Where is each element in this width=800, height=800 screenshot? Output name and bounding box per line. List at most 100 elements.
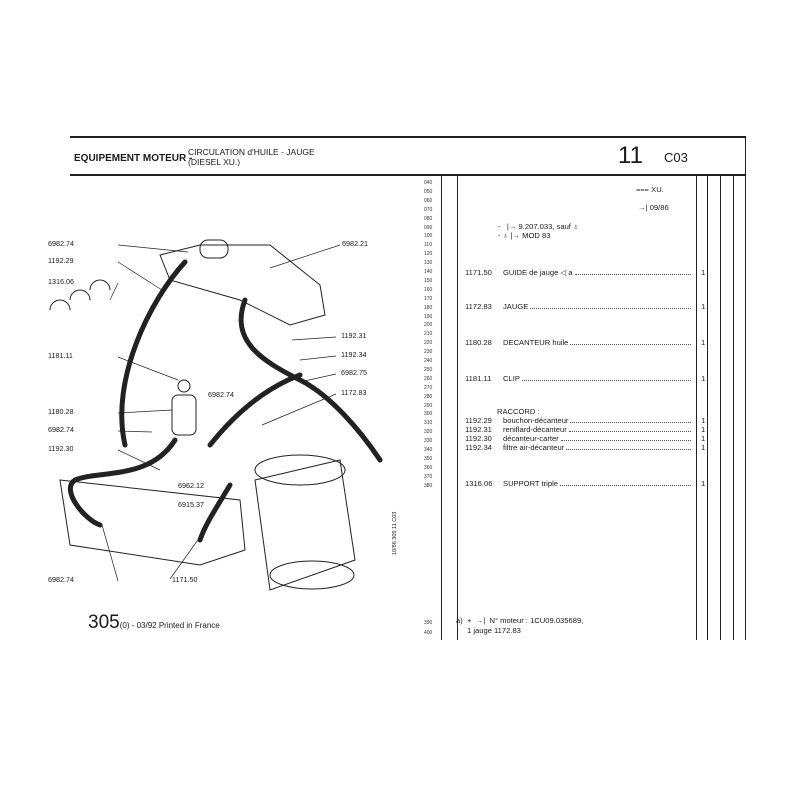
footer-text: (0) - 03/92 Printed in France <box>119 621 220 630</box>
part-name: reniflard-décanteur <box>503 425 567 434</box>
line-number: 110 <box>424 242 432 249</box>
part-ref: 1316.06 <box>465 479 493 488</box>
part-row: 1181.11 CLIP <box>465 374 693 383</box>
section-title: EQUIPEMENT MOTEUR - <box>74 153 193 164</box>
from-arrow-icon: |→ <box>510 231 523 240</box>
line-number: 330 <box>424 438 433 445</box>
line-number: 200 <box>424 322 433 329</box>
line-number: 360 <box>424 464 433 471</box>
callout: 6982.74 <box>48 425 74 434</box>
until-arrow-icon: →| <box>638 203 650 212</box>
part-qty: 1 <box>701 416 706 425</box>
part-qty: 1 <box>701 268 706 277</box>
callout: 6982.21 <box>342 239 368 248</box>
note-a-prefix: a) <box>456 616 463 625</box>
valve-cover <box>159 239 326 326</box>
raccord-row: 1192.31 reniflard-décanteur <box>465 425 693 434</box>
part-ref: 1181.11 <box>465 374 492 383</box>
part-name: bouchon-décanteur <box>503 416 569 425</box>
guide-icon: ◁ <box>560 268 567 277</box>
line-number: 180 <box>424 304 433 311</box>
line-number: 250 <box>424 366 433 373</box>
line-number: 170 <box>424 295 433 302</box>
line-number: 320 <box>424 429 433 436</box>
callout: 1316.06 <box>48 277 74 286</box>
line-number: 370 <box>424 473 433 480</box>
line-number: 290 <box>424 402 433 409</box>
section-code: C03 <box>664 150 688 165</box>
subtitle-line-2: (DIESEL XU.) <box>188 157 241 167</box>
raccord-heading: RACCORD : <box>497 407 540 416</box>
callout: 1171.50 <box>172 575 198 584</box>
option-icon: ♁ <box>573 222 579 231</box>
callout: 1181.11 <box>48 351 73 360</box>
part-row: 1172.83 JAUGE <box>465 302 693 311</box>
callout: 6982.75 <box>341 368 367 377</box>
note-a-line1: a) + →| N° moteur : 1CU09.035689, <box>456 616 583 625</box>
oil-pan <box>59 479 246 566</box>
line-number: 150 <box>424 277 433 284</box>
column-divider <box>696 175 697 640</box>
from-serial-text: 9.207.033, sauf <box>518 222 571 231</box>
part-row: 1180.28 DECANTEUR huile <box>465 338 693 347</box>
part-ref: 1172.83 <box>465 302 492 311</box>
callout: 6962.12 <box>178 481 204 490</box>
part-name: décanteur-carter <box>503 434 559 443</box>
callout: 6982.74 <box>48 575 74 584</box>
line-number: 390 <box>424 620 433 626</box>
part-name: GUIDE de jauge <box>503 268 559 277</box>
part-name: CLIP <box>503 374 520 383</box>
part-qty: 1 <box>701 302 706 311</box>
part-qty: 1 <box>701 443 706 452</box>
section-subtitle: CIRCULATION d'HUILE - JAUGE (DIESEL XU.) <box>188 147 315 167</box>
support-clips <box>49 279 111 311</box>
raccord-row: 1192.30 décanteur-carter <box>465 434 693 443</box>
note-a-line2: 1 jauge 1172.83 <box>467 626 521 635</box>
footer: 305(0) - 03/92 Printed in France <box>88 612 220 634</box>
callout: 6915.37 <box>178 500 204 509</box>
part-ref: 1192.34 <box>465 443 492 452</box>
column-divider <box>720 175 721 640</box>
line-number: 260 <box>424 375 433 382</box>
from-mod: - ♁ |→ MOD 83 <box>498 231 551 240</box>
line-number: 140 <box>424 269 433 275</box>
until-date-text: 09/86 <box>649 203 669 212</box>
line-number: 070 <box>424 206 433 213</box>
part-ref: 1192.31 <box>465 425 492 434</box>
part-ref: 1180.28 <box>465 338 492 347</box>
column-divider <box>733 175 734 640</box>
column-divider <box>457 175 458 640</box>
line-number: 050 <box>424 188 433 195</box>
line-number: 350 <box>424 455 433 462</box>
oil-decanter <box>171 379 197 436</box>
line-number: 210 <box>424 331 433 338</box>
from-arrow-icon: |→ <box>506 222 519 231</box>
callout: 6982.74 <box>208 390 234 399</box>
line-number: 060 <box>424 197 433 204</box>
part-qty: 1 <box>701 434 706 443</box>
line-number: 300 <box>424 411 433 418</box>
column-divider <box>707 175 708 640</box>
part-qty: 1 <box>701 479 706 488</box>
from-serial: - |→ 9.207.033, sauf ♁ <box>498 222 579 231</box>
line-number: 120 <box>424 251 433 258</box>
hoses <box>67 259 383 543</box>
part-ref: 1192.30 <box>465 434 492 443</box>
line-number: 040 <box>424 180 433 186</box>
top-rule <box>70 136 745 138</box>
part-name: DECANTEUR huile <box>503 338 569 347</box>
engine-text: XU. <box>651 185 664 194</box>
line-number: 130 <box>424 260 433 267</box>
part-qty: 1 <box>701 338 706 347</box>
option-icon: ♁ <box>502 231 509 240</box>
section-number: 11 <box>618 142 643 169</box>
line-number: 220 <box>424 340 433 347</box>
line-number: 080 <box>424 215 433 222</box>
part-name: JAUGE <box>503 302 529 311</box>
column-divider <box>441 175 442 640</box>
column-divider <box>745 136 746 640</box>
line-number: 380 <box>424 482 433 489</box>
part-qty: 1 <box>701 374 706 383</box>
